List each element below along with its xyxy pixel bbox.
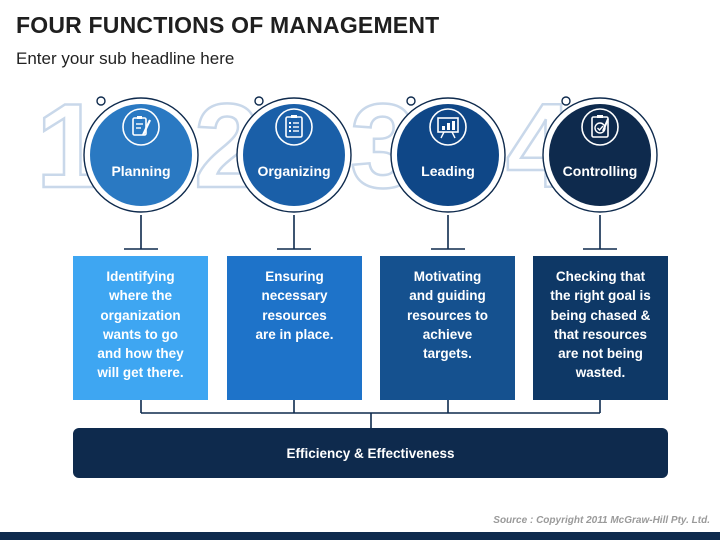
step-label-organizing: Organizing — [257, 163, 331, 179]
clipboard-check-icon — [581, 108, 619, 146]
footer-accent-line — [0, 532, 720, 540]
step-label-planning: Planning — [111, 163, 171, 179]
step-label-leading: Leading — [421, 163, 475, 179]
clipboard-pencil-icon — [122, 108, 160, 146]
step-circle-2 — [236, 96, 352, 213]
circle-dot-4 — [561, 96, 571, 106]
circle-stems — [124, 215, 617, 250]
source-credit: Source : Copyright 2011 McGraw-Hill Pty.… — [493, 515, 710, 526]
description-box-controlling: Checking that the right goal is being ch… — [533, 256, 668, 400]
circle-dot-2 — [254, 96, 264, 106]
step-circle-3 — [390, 96, 506, 213]
step-circle-4 — [542, 96, 658, 213]
circle-dot-1 — [96, 96, 106, 106]
efficiency-effectiveness-bar: Efficiency & Effectiveness — [73, 428, 668, 478]
bottom-bar-label: Efficiency & Effectiveness — [286, 445, 455, 461]
bottom-connector — [140, 400, 601, 428]
step-circle-1 — [83, 96, 199, 213]
checklist-icon — [275, 108, 313, 146]
description-box-planning: Identifying where the organization wants… — [73, 256, 208, 400]
step-label-controlling: Controlling — [562, 163, 638, 179]
description-box-leading: Motivating and guiding resources to achi… — [380, 256, 515, 400]
page-title: FOUR FUNCTIONS OF MANAGEMENT — [16, 12, 440, 38]
presentation-chart-icon — [429, 108, 467, 146]
page-subtitle: Enter your sub headline here — [16, 49, 235, 68]
description-box-organizing: Ensuring necessary resources are in plac… — [227, 256, 362, 400]
circle-dot-3 — [406, 96, 416, 106]
